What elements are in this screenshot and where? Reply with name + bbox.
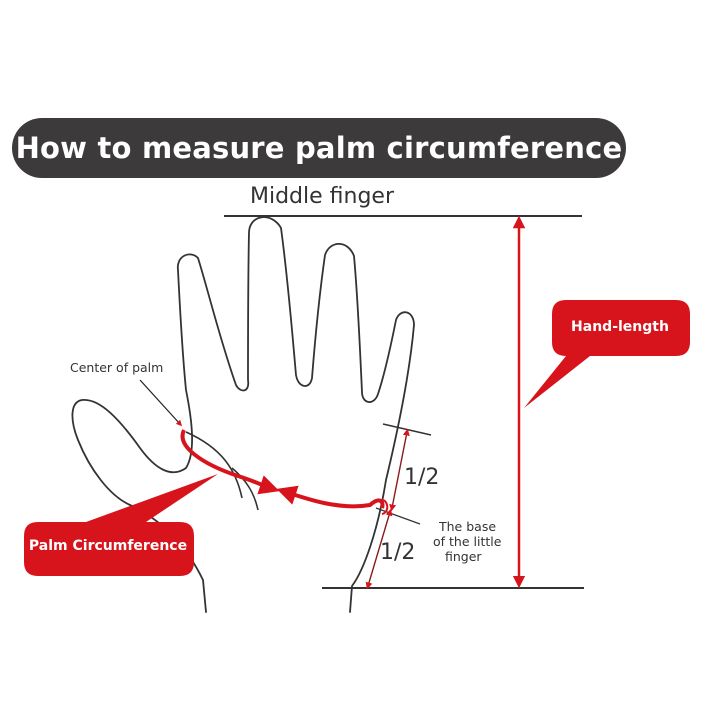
center-of-palm-label: Center of palm: [70, 360, 164, 375]
base-label-line1: The base: [439, 519, 497, 534]
hand-outline: [71, 216, 415, 613]
page-title: How to measure palm circumference: [15, 131, 623, 165]
palm-circumference-label: Palm Circumference: [28, 538, 188, 554]
base-label-line2: of the little: [433, 534, 502, 549]
wrist-crease: [231, 467, 259, 511]
title-banner: How to measure palm circumference: [12, 118, 626, 178]
half-top-arrow: [389, 428, 410, 512]
thumb-crease: [185, 431, 243, 499]
middle-finger-label: Middle finger: [250, 184, 395, 209]
half-bottom-label: 1/2: [380, 540, 416, 565]
half-top-label: 1/2: [404, 465, 440, 490]
little-finger-base-line: [375, 507, 421, 525]
hand-length-callout: [524, 300, 690, 408]
palm-circumference-arrow-right: [276, 485, 385, 509]
half-bottom-arrow: [365, 508, 393, 590]
little-finger-base-label: The base of the little finger: [433, 519, 501, 564]
little-finger-base-loop: [381, 499, 389, 515]
center-pointer: [139, 379, 183, 427]
base-label-line3: finger: [445, 549, 482, 564]
palm-circumference-arrow-left: [180, 429, 280, 495]
hand-length-label: Hand-length: [571, 319, 669, 335]
palm-circumference-callout: [24, 474, 218, 576]
